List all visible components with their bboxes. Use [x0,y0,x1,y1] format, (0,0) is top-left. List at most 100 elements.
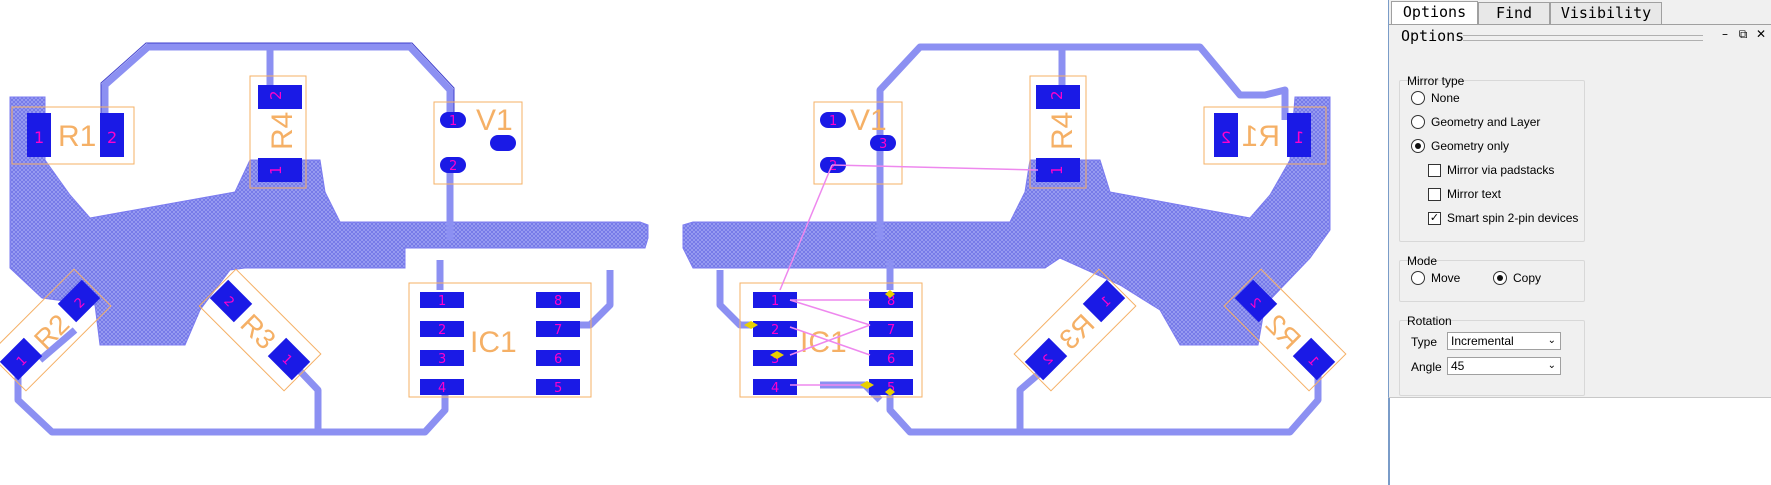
part-v1-mirrored[interactable]: V1 1 3 2 [813,101,903,185]
check-mirror-text[interactable]: Mirror text [1428,187,1501,201]
close-icon[interactable]: ✕ [1755,27,1767,41]
pcb-canvas[interactable]: R1 1 2 R4 2 1 V1 1 2 R2 [0,0,1388,485]
pane-titlebar: Options – ⧉ ✕ [1389,25,1771,47]
pin-label: 7 [554,323,562,338]
panel-edge [1388,398,1390,485]
radio-none[interactable]: None [1411,91,1460,105]
drc-markers [744,290,895,396]
ref-label: R1 [58,120,96,153]
restore-icon[interactable]: ⧉ [1738,27,1748,41]
part-r1[interactable]: R1 1 2 [11,106,135,165]
rotation-angle-select[interactable]: 45 ⌄ [1447,357,1561,375]
drag-grip[interactable] [1463,35,1703,41]
chevron-down-icon[interactable]: ⌄ [1547,360,1556,371]
pin-label: 1 [1294,128,1304,147]
ic-pad[interactable] [869,292,913,308]
radio-move[interactable]: Move [1411,271,1460,285]
pin-label: 1 [829,114,837,129]
ic-pad[interactable] [869,350,913,366]
check-label: Mirror text [1447,187,1501,201]
check-label: Mirror via padstacks [1447,163,1555,177]
panel-tabs: Options Find Visibility [1389,0,1771,25]
check-label: Smart spin 2-pin devices [1447,211,1579,225]
checkbox-icon[interactable] [1428,163,1441,177]
ic-pad[interactable] [753,379,797,395]
radio-selected-icon[interactable] [1493,271,1507,285]
options-panel: Options Find Visibility Options – ⧉ ✕ Mi… [1388,0,1771,485]
ic-pad[interactable] [753,292,797,308]
tab-visibility[interactable]: Visibility [1550,2,1662,24]
part-r1-mirrored[interactable]: R1 1 2 [1203,106,1327,165]
pin-label: 3 [879,137,887,152]
radio-circle-icon[interactable] [1411,271,1425,285]
pin-label: 2 [1048,90,1066,100]
ic-pad[interactable] [536,292,580,308]
right-board: V1 1 3 2 R4 2 1 R1 1 2 R3 [682,43,1347,436]
mirror-type-group [1399,80,1585,242]
pin-label: 2 [1221,128,1231,147]
radio-circle-icon[interactable] [1411,91,1425,105]
pin-label: 4 [771,381,779,396]
checkbox-icon[interactable] [1428,187,1441,201]
ref-label: R1 [1242,120,1280,153]
part-r3[interactable]: R3 2 1 [198,268,322,392]
ic-pad[interactable] [869,379,913,395]
radio-geometry-only[interactable]: Geometry only [1411,139,1509,153]
rotation-type-select[interactable]: Incremental ⌄ [1447,332,1561,350]
pin-label: 8 [887,294,895,309]
pin-label: 7 [887,323,895,338]
copper-pour [682,96,1331,346]
pin-label: 2 [267,90,285,100]
mode-group [1399,260,1585,302]
pin-label: 1 [34,128,44,147]
part-r4-mirrored[interactable]: R4 2 1 [1029,75,1087,189]
group-title: Mirror type [1407,74,1465,88]
pin-label: 1 [1048,165,1066,175]
ic-pad[interactable] [536,321,580,337]
radio-circle-icon[interactable] [1411,115,1425,129]
rotation-group [1399,320,1585,396]
ic-pad[interactable] [420,321,464,337]
radio-label: None [1431,91,1460,105]
checkmark-icon[interactable]: ✓ [1428,211,1441,225]
ic-pad[interactable] [753,350,797,366]
ic-pad[interactable] [420,379,464,395]
pin-label: 5 [554,381,562,396]
part-v1[interactable]: V1 1 2 [433,101,523,185]
check-smart-spin[interactable]: ✓ Smart spin 2-pin devices [1428,211,1578,225]
pin-label: 8 [554,294,562,309]
pin-label: 1 [267,165,285,175]
pin-label: 1 [449,114,457,129]
tab-find[interactable]: Find [1478,2,1550,24]
pin-label: 2 [449,159,457,174]
radio-geometry-and-layer[interactable]: Geometry and Layer [1411,115,1540,129]
chevron-down-icon[interactable]: ⌄ [1547,335,1556,346]
part-r4[interactable]: R4 2 1 [249,75,307,189]
part-r3-mirrored[interactable]: R3 1 2 [1013,268,1137,392]
select-value: Incremental [1451,334,1514,348]
ic-pad[interactable] [869,321,913,337]
check-mirror-via-padstacks[interactable]: Mirror via padstacks [1428,163,1554,177]
ic-pad[interactable] [536,350,580,366]
ic-pad[interactable] [536,379,580,395]
pane-title: Options [1401,27,1465,45]
radio-label: Geometry and Layer [1431,115,1541,129]
ic-pad[interactable] [753,321,797,337]
tab-options[interactable]: Options [1391,1,1478,24]
radio-copy[interactable]: Copy [1493,271,1541,285]
pin-label: 2 [438,323,446,338]
angle-label: Angle [1411,360,1442,374]
options-pane: Options Find Visibility Options – ⧉ ✕ Mi… [1388,0,1771,398]
left-board: R1 1 2 R4 2 1 V1 1 2 R2 [0,42,649,436]
pin-label: 1 [771,294,779,309]
radio-selected-icon[interactable] [1411,139,1425,153]
ic-pad[interactable] [420,350,464,366]
pin-label: 1 [438,294,446,309]
pcb-drawing[interactable]: R1 1 2 R4 2 1 V1 1 2 R2 [0,0,1388,485]
ic-pad[interactable] [420,292,464,308]
minimize-icon[interactable]: – [1722,27,1728,41]
pin-label: 4 [438,381,446,396]
pin-label: 6 [554,352,562,367]
